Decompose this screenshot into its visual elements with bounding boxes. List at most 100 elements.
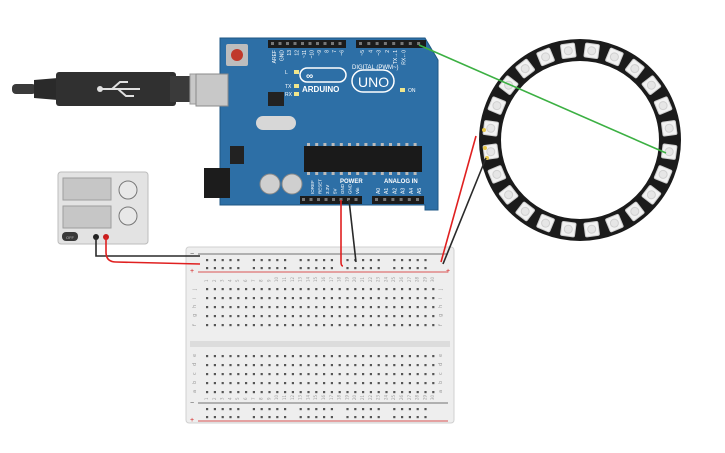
breadboard-hole[interactable] xyxy=(268,373,271,376)
breadboard-hole[interactable] xyxy=(330,391,333,394)
breadboard-hole[interactable] xyxy=(323,373,326,376)
breadboard-hole[interactable] xyxy=(221,306,224,309)
breadboard-hole[interactable] xyxy=(338,297,341,300)
rail-hole[interactable] xyxy=(252,259,255,262)
usb-cable[interactable] xyxy=(12,72,219,106)
breadboard-hole[interactable] xyxy=(315,373,318,376)
header-pin[interactable] xyxy=(407,198,411,201)
neopixel-led[interactable] xyxy=(625,201,645,222)
rail-hole[interactable] xyxy=(424,267,427,270)
breadboard-hole[interactable] xyxy=(369,364,372,367)
breadboard-hole[interactable] xyxy=(299,306,302,309)
neopixel-led[interactable] xyxy=(536,47,555,67)
breadboard-hole[interactable] xyxy=(338,382,341,385)
rail-hole[interactable] xyxy=(424,416,427,419)
breadboard-hole[interactable] xyxy=(276,315,279,318)
breadboard-hole[interactable] xyxy=(213,288,216,291)
header-pin[interactable] xyxy=(354,198,358,201)
header-pin[interactable] xyxy=(308,42,312,45)
breadboard-hole[interactable] xyxy=(252,382,255,385)
rail-hole[interactable] xyxy=(221,267,224,270)
rail-hole[interactable] xyxy=(362,416,365,419)
rail-hole[interactable] xyxy=(206,259,209,262)
breadboard-hole[interactable] xyxy=(284,364,287,367)
breadboard-hole[interactable] xyxy=(416,373,419,376)
breadboard-hole[interactable] xyxy=(284,391,287,394)
header-pin[interactable] xyxy=(383,42,387,45)
breadboard-hole[interactable] xyxy=(385,288,388,291)
rail-hole[interactable] xyxy=(276,408,279,411)
rail-hole[interactable] xyxy=(346,408,349,411)
ring-pin-5v[interactable] xyxy=(483,146,487,150)
breadboard-hole[interactable] xyxy=(276,306,279,309)
rail-hole[interactable] xyxy=(346,267,349,270)
breadboard-hole[interactable] xyxy=(346,306,349,309)
breadboard-hole[interactable] xyxy=(221,355,224,358)
rail-hole[interactable] xyxy=(424,408,427,411)
header-pin[interactable] xyxy=(317,198,320,201)
breadboard-hole[interactable] xyxy=(206,355,209,358)
header-pin[interactable] xyxy=(278,42,282,45)
breadboard-hole[interactable] xyxy=(276,355,279,358)
breadboard-hole[interactable] xyxy=(377,382,380,385)
rail-hole[interactable] xyxy=(393,259,396,262)
rail-hole[interactable] xyxy=(416,259,419,262)
breadboard-hole[interactable] xyxy=(299,355,302,358)
breadboard-hole[interactable] xyxy=(245,324,248,327)
rail-hole[interactable] xyxy=(213,259,216,262)
breadboard-hole[interactable] xyxy=(401,355,404,358)
breadboard-hole[interactable] xyxy=(229,324,232,327)
header-pin[interactable] xyxy=(301,42,304,45)
breadboard-hole[interactable] xyxy=(354,382,357,385)
breadboard-hole[interactable] xyxy=(252,391,255,394)
rail-hole[interactable] xyxy=(221,259,224,262)
rail-hole[interactable] xyxy=(229,416,232,419)
neopixel-led[interactable] xyxy=(536,213,555,233)
rail-hole[interactable] xyxy=(408,267,411,270)
breadboard-hole[interactable] xyxy=(354,306,357,309)
breadboard-hole[interactable] xyxy=(354,315,357,318)
breadboard-hole[interactable] xyxy=(424,382,427,385)
power-supply[interactable]: OFF xyxy=(57,171,149,245)
breadboard-hole[interactable] xyxy=(369,288,372,291)
rail-hole[interactable] xyxy=(213,416,216,419)
rail-hole[interactable] xyxy=(221,408,224,411)
breadboard-hole[interactable] xyxy=(276,288,279,291)
breadboard-hole[interactable] xyxy=(315,297,318,300)
rail-hole[interactable] xyxy=(377,408,380,411)
breadboard-hole[interactable] xyxy=(346,324,349,327)
breadboard-hole[interactable] xyxy=(401,288,404,291)
breadboard-hole[interactable] xyxy=(330,373,333,376)
breadboard-hole[interactable] xyxy=(393,364,396,367)
rail-hole[interactable] xyxy=(284,416,287,419)
breadboard-hole[interactable] xyxy=(237,382,240,385)
breadboard-hole[interactable] xyxy=(237,373,240,376)
breadboard-hole[interactable] xyxy=(206,306,209,309)
rail-hole[interactable] xyxy=(362,267,365,270)
header-pin[interactable] xyxy=(383,198,387,201)
breadboard-hole[interactable] xyxy=(393,355,396,358)
rail-hole[interactable] xyxy=(393,416,396,419)
rail-hole[interactable] xyxy=(299,259,302,262)
breadboard-hole[interactable] xyxy=(268,382,271,385)
breadboard-hole[interactable] xyxy=(362,315,365,318)
rail-hole[interactable] xyxy=(416,267,419,270)
breadboard-hole[interactable] xyxy=(245,391,248,394)
breadboard-hole[interactable] xyxy=(362,324,365,327)
rail-hole[interactable] xyxy=(307,408,310,411)
breadboard-hole[interactable] xyxy=(307,297,310,300)
breadboard-hole[interactable] xyxy=(377,306,380,309)
rail-hole[interactable] xyxy=(284,259,287,262)
rail-hole[interactable] xyxy=(346,416,349,419)
breadboard-hole[interactable] xyxy=(385,391,388,394)
breadboard-hole[interactable] xyxy=(330,324,333,327)
rail-hole[interactable] xyxy=(362,259,365,262)
breadboard-hole[interactable] xyxy=(206,382,209,385)
breadboard-hole[interactable] xyxy=(377,324,380,327)
breadboard-hole[interactable] xyxy=(252,288,255,291)
breadboard-hole[interactable] xyxy=(229,297,232,300)
rail-hole[interactable] xyxy=(408,408,411,411)
breadboard-hole[interactable] xyxy=(323,364,326,367)
rail-hole[interactable] xyxy=(299,267,302,270)
neopixel-led[interactable] xyxy=(487,165,507,184)
